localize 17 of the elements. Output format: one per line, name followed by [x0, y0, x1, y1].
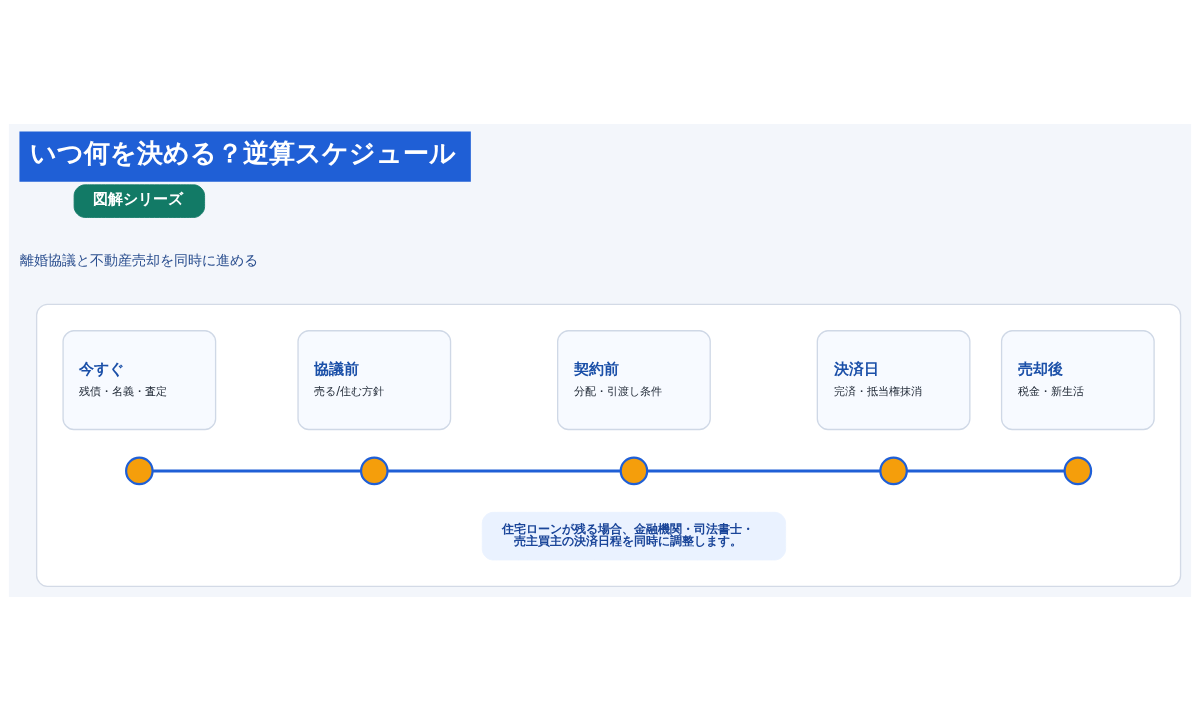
label: 離婚協議と不動産売却を同時に進める — [20, 251, 259, 268]
connector — [647, 468, 881, 472]
connector — [152, 468, 361, 472]
node-circle — [359, 456, 389, 485]
node-box: 協議前 売る/住む方針 — [297, 329, 452, 430]
diagram-title: いつ何を決める？逆算スケジュール — [30, 136, 457, 168]
connector — [907, 468, 1065, 472]
node-box: 売却後 税金・新生活 — [1000, 329, 1155, 430]
node-box: 今すぐ 残債・名義・査定 — [62, 329, 217, 430]
connector — [387, 468, 621, 472]
node-circle — [125, 456, 154, 485]
node-circle — [1063, 456, 1093, 485]
node-circle — [879, 456, 908, 485]
node-circle — [619, 456, 649, 485]
node-box: 契約前 分配・引渡し条件 — [557, 329, 711, 430]
node-box: 図解シリーズ — [73, 183, 205, 218]
node-box: 決済日 完済・抵当権抹消 — [816, 329, 971, 430]
